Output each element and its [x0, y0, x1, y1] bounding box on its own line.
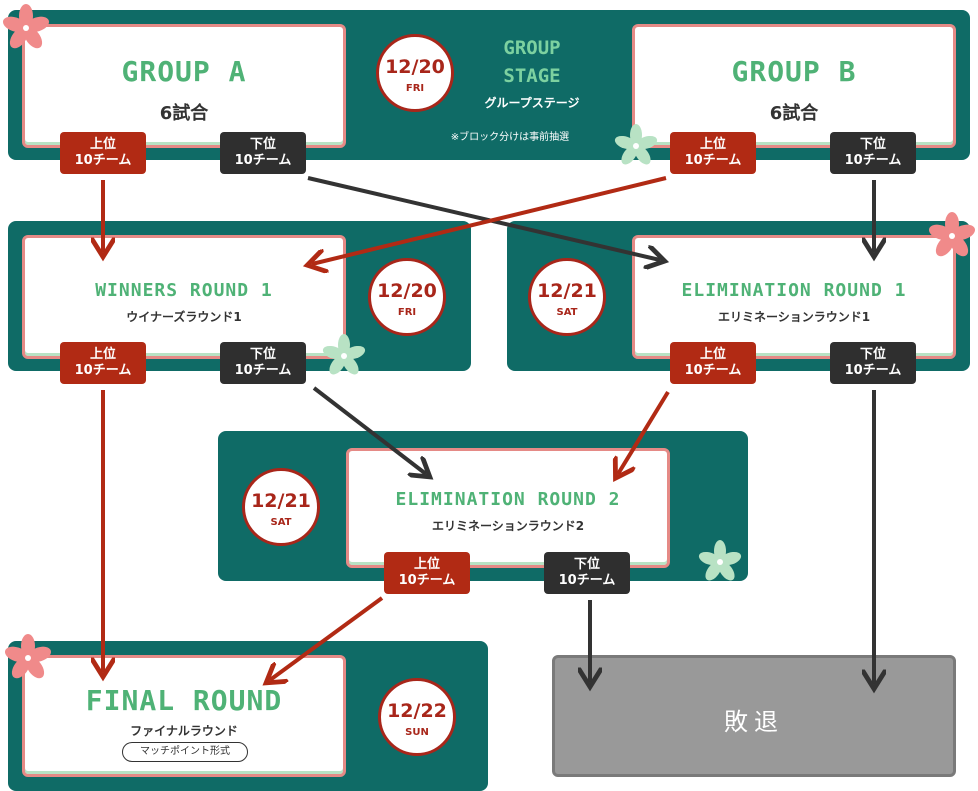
group-stage-subtitle: グループステージ — [484, 96, 580, 110]
winners-round-1-card: WINNERS ROUND 1 ウイナーズラウンド1 — [22, 235, 346, 359]
weekday-text: FRI — [397, 307, 417, 318]
elimination-round-1-title: ELIMINATION ROUND 1 — [681, 280, 907, 301]
date-text: 12/21 — [251, 490, 311, 512]
final-round-title: FINAL ROUND — [85, 684, 283, 717]
group-stage-note: ※ブロック分けは事前抽選 — [450, 132, 570, 143]
tag-line1: 上位 — [699, 137, 726, 152]
tag-line1: 下位 — [249, 137, 276, 152]
tag-line2: 10チーム — [684, 153, 742, 168]
group-a-subtitle: 6試合 — [159, 103, 209, 124]
elimination-round-2-date-badge: 12/21 SAT — [242, 468, 320, 546]
winners-round-1-title: WINNERS ROUND 1 — [95, 280, 273, 301]
tag-line2: 10チーム — [234, 363, 292, 378]
group-b-subtitle: 6試合 — [769, 103, 819, 124]
group-stage-title-line2: STAGE — [503, 65, 561, 87]
group-b-card: GROUP B 6試合 — [632, 24, 956, 148]
tag-line1: 上位 — [413, 557, 440, 572]
weekday-text: SAT — [556, 307, 578, 318]
tag-line2: 10チーム — [558, 573, 616, 588]
date-text: 12/20 — [385, 56, 445, 78]
tag-line1: 下位 — [249, 347, 276, 362]
weekday-text: SAT — [270, 517, 292, 528]
tag-line1: 上位 — [89, 347, 116, 362]
tag-line2: 10チーム — [684, 363, 742, 378]
tag-line2: 10チーム — [74, 153, 132, 168]
final-round-card: FINAL ROUND ファイナルラウンド マッチポイント形式 — [22, 655, 346, 777]
group-stage-title: GROUP STAGE — [472, 34, 592, 90]
tag-line1: 上位 — [699, 347, 726, 362]
final-round-format-pill: マッチポイント形式 — [122, 742, 248, 762]
tag-line2: 10チーム — [234, 153, 292, 168]
winners-round-1-subtitle: ウイナーズラウンド1 — [126, 310, 242, 324]
elimination-round-2-card: ELIMINATION ROUND 2 エリミネーションラウンド2 — [346, 448, 670, 568]
elimination-round-1-card: ELIMINATION ROUND 1 エリミネーションラウンド1 — [632, 235, 956, 359]
final-round-date-badge: 12/22 SUN — [378, 678, 456, 756]
defeat-label: 敗退 — [724, 708, 784, 736]
date-text: 12/22 — [387, 700, 447, 722]
group-stage-title-line1: GROUP — [503, 37, 561, 59]
weekday-text: SUN — [405, 727, 429, 738]
elimination-round-1-subtitle: エリミネーションラウンド1 — [717, 310, 871, 324]
date-text: 12/20 — [377, 280, 437, 302]
tag-line2: 10チーム — [844, 363, 902, 378]
tag-line2: 10チーム — [398, 573, 456, 588]
group-a-title: GROUP A — [121, 55, 247, 88]
tag-line1: 下位 — [859, 137, 886, 152]
weekday-text: FRI — [405, 83, 425, 94]
winners-round-1-date-badge: 12/20 FRI — [368, 258, 446, 336]
elimination-round-1-date-badge: 12/21 SAT — [528, 258, 606, 336]
elimination-round-2-subtitle: エリミネーションラウンド2 — [431, 519, 585, 533]
tag-line1: 下位 — [573, 557, 600, 572]
final-round-subtitle: ファイナルラウンド — [130, 724, 238, 738]
date-text: 12/21 — [537, 280, 597, 302]
group-b-title: GROUP B — [731, 55, 857, 88]
defeat-box: 敗退 — [552, 655, 956, 777]
tag-line1: 下位 — [859, 347, 886, 362]
tag-line1: 上位 — [89, 137, 116, 152]
tag-line2: 10チーム — [74, 363, 132, 378]
tag-line2: 10チーム — [844, 153, 902, 168]
group-stage-date-badge: 12/20 FRI — [376, 34, 454, 112]
elimination-round-2-title: ELIMINATION ROUND 2 — [395, 489, 621, 510]
group-a-card: GROUP A 6試合 — [22, 24, 346, 148]
